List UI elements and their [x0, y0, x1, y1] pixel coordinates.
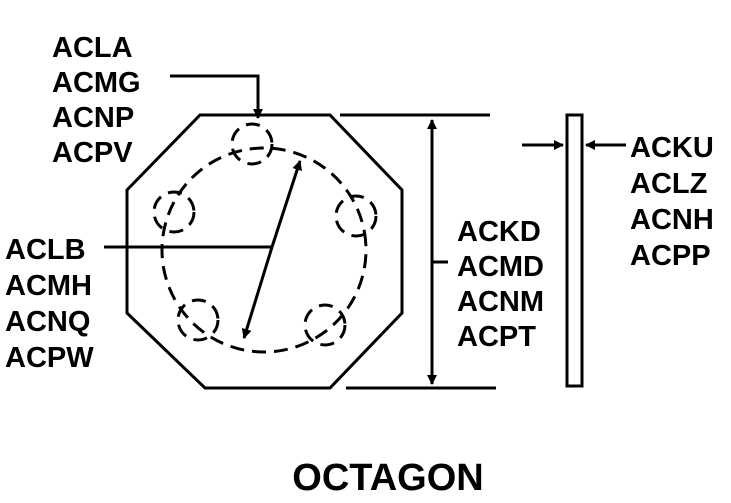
label-acpv: ACPV: [52, 137, 133, 169]
label-acmd: ACMD: [457, 251, 544, 283]
top-left-leader: [170, 74, 263, 119]
label-acpp: ACPP: [630, 240, 711, 272]
diagram-title: OCTAGON: [292, 457, 483, 499]
bolt-hole-top: [230, 122, 274, 166]
bolt-hole-right: [334, 194, 378, 238]
label-ackd: ACKD: [457, 216, 541, 248]
label-acnm: ACNM: [457, 286, 544, 318]
label-acnp: ACNP: [52, 102, 134, 134]
label-acla: ACLA: [52, 32, 133, 64]
side-view-plate: [565, 113, 584, 388]
diameter-arrow-lower: [241, 246, 274, 339]
label-acpw: ACPW: [5, 342, 94, 374]
diameter-arrow: [270, 160, 302, 248]
bolt-hole-bottom-left: [176, 298, 220, 342]
octagon-outline: [125, 113, 404, 390]
label-aclb: ACLB: [5, 234, 86, 266]
label-acnh: ACNH: [630, 204, 714, 236]
bolt-circle: [160, 146, 368, 354]
label-acnq: ACNQ: [5, 306, 90, 338]
label-acku: ACKU: [630, 132, 714, 164]
label-acmh: ACMH: [5, 270, 92, 302]
label-acmg: ACMG: [52, 67, 141, 99]
bolt-hole-bottom-right: [303, 303, 347, 347]
label-acpt: ACPT: [457, 321, 536, 353]
bolt-hole-left: [152, 190, 196, 234]
label-aclz: ACLZ: [630, 168, 707, 200]
